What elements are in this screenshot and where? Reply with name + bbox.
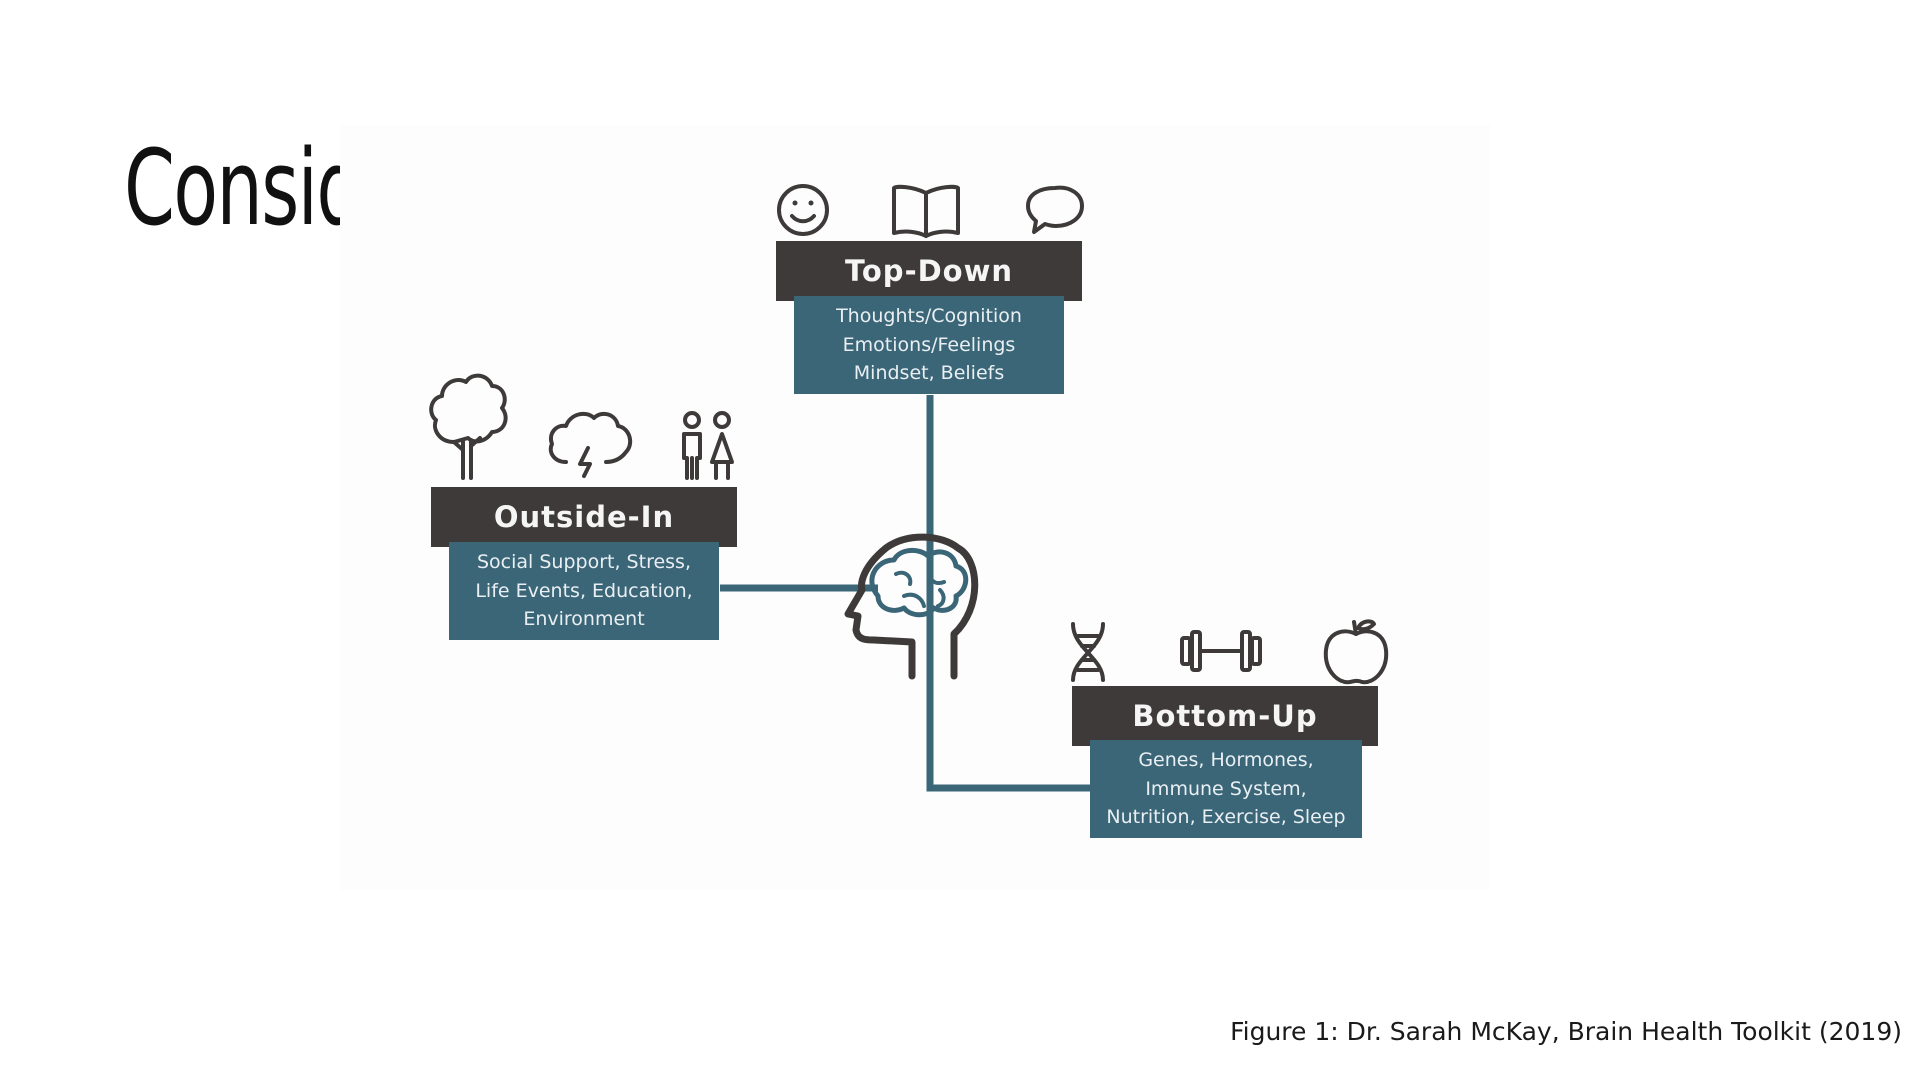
dumbbell-icon [1180, 630, 1262, 672]
top-down-line-2: Emotions/Feelings [842, 333, 1016, 356]
top-down-box: Thoughts/Cognition Emotions/Feelings Min… [794, 296, 1064, 394]
dna-icon [1071, 622, 1105, 682]
head-with-brain-icon [844, 533, 979, 680]
figure-caption: Figure 1: Dr. Sarah McKay, Brain Health … [1230, 1017, 1902, 1046]
outside-in-line-2: Life Events, Education, [475, 579, 693, 602]
outside-in-banner: Outside-In [431, 487, 737, 547]
top-down-line-3: Mindset, Beliefs [853, 362, 1005, 385]
tree-icon [429, 373, 508, 480]
outside-in-line-1: Social Support, Stress, [477, 551, 691, 574]
smiley-face-icon [777, 184, 829, 236]
bottom-up-line-3: Nutrition, Exercise, Sleep [1106, 806, 1346, 829]
apple-icon [1323, 619, 1389, 685]
top-down-title: Top-Down [844, 254, 1014, 288]
connector-bottom-up [926, 610, 1091, 792]
bottom-up-box: Genes, Hormones, Immune System, Nutritio… [1090, 740, 1362, 838]
open-book-icon [892, 184, 960, 238]
bottom-up-title: Bottom-Up [1132, 699, 1318, 733]
outside-in-box: Social Support, Stress, Life Events, Edu… [449, 542, 719, 640]
outside-in-line-3: Environment [523, 608, 645, 631]
storm-cloud-icon [548, 411, 633, 478]
bottom-up-line-1: Genes, Hormones, [1138, 749, 1314, 772]
bottom-up-banner: Bottom-Up [1072, 686, 1378, 746]
connector-lines [720, 395, 1091, 792]
outside-in-title: Outside-In [493, 500, 675, 534]
top-down-line-1: Thoughts/Cognition [836, 305, 1022, 328]
speech-bubble-icon [1026, 185, 1084, 234]
top-down-banner: Top-Down [776, 241, 1082, 301]
people-icon [682, 411, 734, 480]
bottom-up-line-2: Immune System, [1145, 777, 1307, 800]
